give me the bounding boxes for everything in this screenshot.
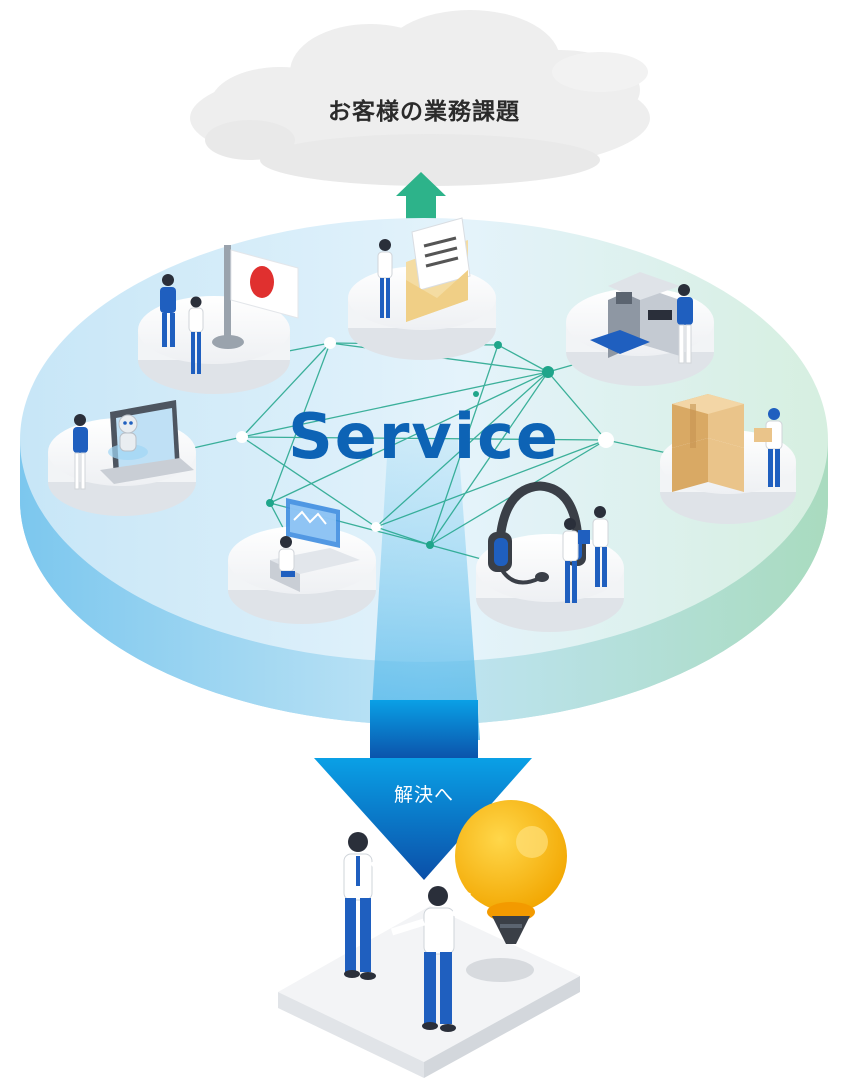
printing-machine-icon bbox=[590, 272, 680, 358]
person-icon bbox=[677, 284, 693, 364]
station-ai bbox=[48, 400, 196, 516]
person-icon bbox=[390, 886, 472, 1032]
solution-arrow bbox=[314, 700, 532, 880]
envelope-icon bbox=[406, 217, 471, 322]
station-flag bbox=[138, 245, 299, 394]
person-icon bbox=[160, 274, 204, 374]
station-support bbox=[476, 481, 624, 632]
japan-flag-icon bbox=[212, 245, 299, 349]
person-icon bbox=[377, 239, 393, 318]
robot-icon bbox=[108, 414, 148, 460]
network-nodes bbox=[236, 337, 614, 549]
station-mail bbox=[348, 217, 496, 360]
person-icon bbox=[754, 408, 783, 487]
cloud bbox=[190, 10, 650, 186]
station-logistics bbox=[660, 394, 796, 524]
person-icon bbox=[343, 832, 392, 980]
solution-beam bbox=[370, 440, 480, 740]
person-icon bbox=[562, 506, 609, 603]
handshake-people bbox=[343, 832, 472, 1032]
service-label: Service bbox=[288, 400, 560, 473]
station-web bbox=[228, 498, 376, 624]
station-printing bbox=[566, 272, 714, 386]
cloud-title: お客様の業務課題 bbox=[328, 99, 520, 125]
lightbulb-icon bbox=[455, 800, 567, 944]
arrow-label: 解決へ bbox=[393, 784, 454, 806]
person-icon bbox=[73, 414, 88, 490]
person-icon bbox=[278, 536, 295, 577]
cardboard-boxes-icon bbox=[672, 394, 744, 492]
